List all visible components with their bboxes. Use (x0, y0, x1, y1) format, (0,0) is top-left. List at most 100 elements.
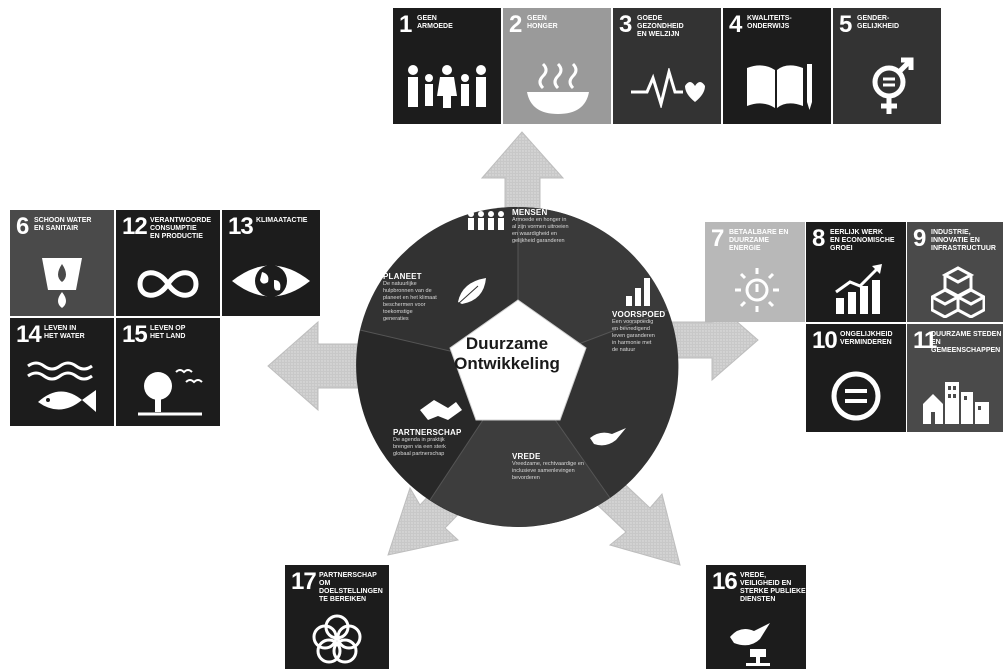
desc-line: planeet en het klimaat (383, 295, 437, 301)
pillar-mensen-title: MENSEN (512, 208, 548, 217)
heartbeat-icon (631, 68, 705, 108)
label-line: KWALITEITS- (747, 15, 792, 22)
label-line: DUURZAME (729, 237, 770, 244)
leaf-icon (457, 278, 486, 305)
label-line: PARTNERSCHAP OM (319, 572, 377, 587)
pillar-vrede-desc: Vreedzame, rechtvaardige en inclusieve s… (512, 461, 622, 482)
goal-label: GENDER- GELIJKHEID (857, 15, 899, 31)
goal-label: GOEDE GEZONDHEID EN WELZIJN (637, 15, 684, 39)
goal-number: 14 (16, 321, 42, 348)
goal-number: 15 (122, 321, 148, 348)
goal-label: EERLIJK WERK EN ECONOMISCHE GROEI (830, 229, 895, 253)
goal-12-tile: 12 VERANTWOORDE CONSUMPTIE EN PRODUCTIE (116, 210, 220, 316)
label-line: LEVEN IN (44, 325, 77, 332)
goal-4-tile: 4 KWALITEITS- ONDERWIJS (723, 8, 831, 124)
label-line: VERANTWOORDE (150, 217, 212, 224)
goal-number: 2 (509, 11, 522, 38)
desc-line: al zijn vormen uitroeien (512, 224, 569, 230)
desc-line: globaal partnerschap (393, 451, 445, 457)
desc-line: in harmonie met (612, 340, 652, 346)
water-drop-icon (42, 258, 82, 308)
desc-line: hulpbronnen van de (383, 288, 432, 294)
pillar-voorspoed-title: VOORSPOED (612, 310, 666, 319)
goal-number: 8 (812, 225, 825, 252)
pillar-mensen-desc: Armoede en honger in al zijn vormen uitr… (512, 217, 612, 245)
desc-line: brengen via een sterk (393, 444, 446, 450)
label-line: EERLIJK WERK (830, 229, 883, 236)
goal-label: VREDE, VEILIGHEID EN STERKE PUBLIEKE DIE… (740, 572, 806, 604)
label-line: LEVEN OP (150, 325, 186, 332)
gender-equality-icon (872, 57, 914, 114)
goal-label: DUURZAME STEDEN EN GEMEENSCHAPPEN (931, 331, 1001, 355)
pillar-planeet-desc: De natuurlijke hulpbronnen van de planee… (383, 281, 473, 323)
goal-6-tile: 6 SCHOON WATER EN SANITAIR (10, 210, 114, 316)
goal-11-tile: 11 DUURZAME STEDEN EN GEMEENSCHAPPEN (907, 324, 1003, 432)
dove-icon (590, 428, 626, 446)
rings-icon (312, 614, 362, 664)
pillar-mensen: MENSEN Armoede en honger in al zijn vorm… (512, 208, 612, 245)
goal-number: 12 (122, 213, 148, 240)
handshake-icon (420, 400, 462, 420)
infinity-icon (137, 270, 199, 298)
book-icon (747, 64, 812, 110)
label-line: DOELSTELLINGEN (319, 588, 383, 595)
label-line: BETAALBARE EN (729, 229, 789, 236)
goal-number: 17 (291, 568, 317, 595)
label-line: EN SANITAIR (34, 225, 79, 232)
goal-label: ONGELIJKHEID VERMINDEREN (840, 331, 893, 347)
goal-13-tile: 13 KLIMAATACTIE (222, 210, 320, 316)
goal-number: 5 (839, 11, 852, 38)
bar-chart-icon (626, 278, 650, 306)
goal-9-tile: 9 INDUSTRIE, INNOVATIE EN INFRASTRUCTUUR (907, 222, 1003, 322)
label-line: EN ECONOMISCHE (830, 237, 895, 244)
label-line: EN (931, 339, 941, 346)
label-line: DUURZAME STEDEN (931, 331, 1002, 338)
pillar-voorspoed: VOORSPOED Een voorspoedig en bevredigend… (612, 310, 682, 354)
cubes-icon (931, 266, 985, 318)
goal-label: SCHOON WATER EN SANITAIR (34, 217, 91, 233)
desc-line: De agenda in praktijk (393, 437, 445, 443)
desc-line: Armoede en honger in (512, 217, 567, 223)
goal-number: 4 (729, 11, 742, 38)
goal-10-tile: 10 ONGELIJKHEID VERMINDEREN (806, 324, 906, 432)
goal-1-tile: 1 GEEN ARMOEDE (393, 8, 501, 124)
desc-line: de natuur (612, 347, 636, 353)
equal-circle-icon (831, 371, 881, 421)
growth-chart-icon (835, 264, 882, 314)
pillar-vrede-title: VREDE (512, 452, 541, 461)
label-line: GOEDE (637, 15, 663, 22)
goal-label: LEVEN IN HET WATER (44, 325, 85, 341)
label-line: EN PRODUCTIE (150, 233, 203, 240)
label-line: ONDERWIJS (747, 23, 790, 30)
pillar-vrede: VREDE Vreedzame, rechtvaardige en inclus… (512, 452, 622, 482)
desc-line: inclusieve samenlevingen (512, 468, 575, 474)
desc-line: gelijkheid garanderen (512, 238, 565, 244)
people-icon (468, 211, 504, 230)
desc-line: en waardigheid en (512, 231, 557, 237)
goal-15-tile: 15 LEVEN OP HET LAND (116, 318, 220, 426)
fish-icon (27, 361, 96, 412)
goal-number: 11 (913, 327, 937, 354)
food-bowl-icon (527, 62, 589, 114)
goal-3-tile: 3 GOEDE GEZONDHEID EN WELZIJN (613, 8, 721, 124)
label-line: GENDER- (857, 15, 890, 22)
goal-16-tile: 16 VREDE, VEILIGHEID EN STERKE PUBLIEKE … (706, 565, 806, 669)
goal-label: LEVEN OP HET LAND (150, 325, 185, 341)
sun-power-icon (735, 268, 779, 312)
label-line: GEEN (417, 15, 437, 22)
label-line: CONSUMPTIE (150, 225, 197, 232)
desc-line: beschermen voor (383, 302, 426, 308)
label-line: GROEI (830, 245, 853, 252)
goal-number: 6 (16, 213, 29, 240)
pillar-partnerschap-desc: De agenda in praktijk brengen via een st… (393, 437, 489, 458)
label-line: HET WATER (44, 333, 85, 340)
label-line: GEZONDHEID (637, 23, 684, 30)
label-line: HET LAND (150, 333, 186, 340)
goal-number: 10 (812, 327, 838, 354)
label-line: ENERGIE (729, 245, 761, 252)
goal-label: GEEN HONGER (527, 15, 558, 31)
tree-icon (138, 369, 203, 416)
label-line: STERKE PUBLIEKE (740, 588, 806, 595)
center-title: Duurzame Ontwikkeling (442, 334, 572, 374)
